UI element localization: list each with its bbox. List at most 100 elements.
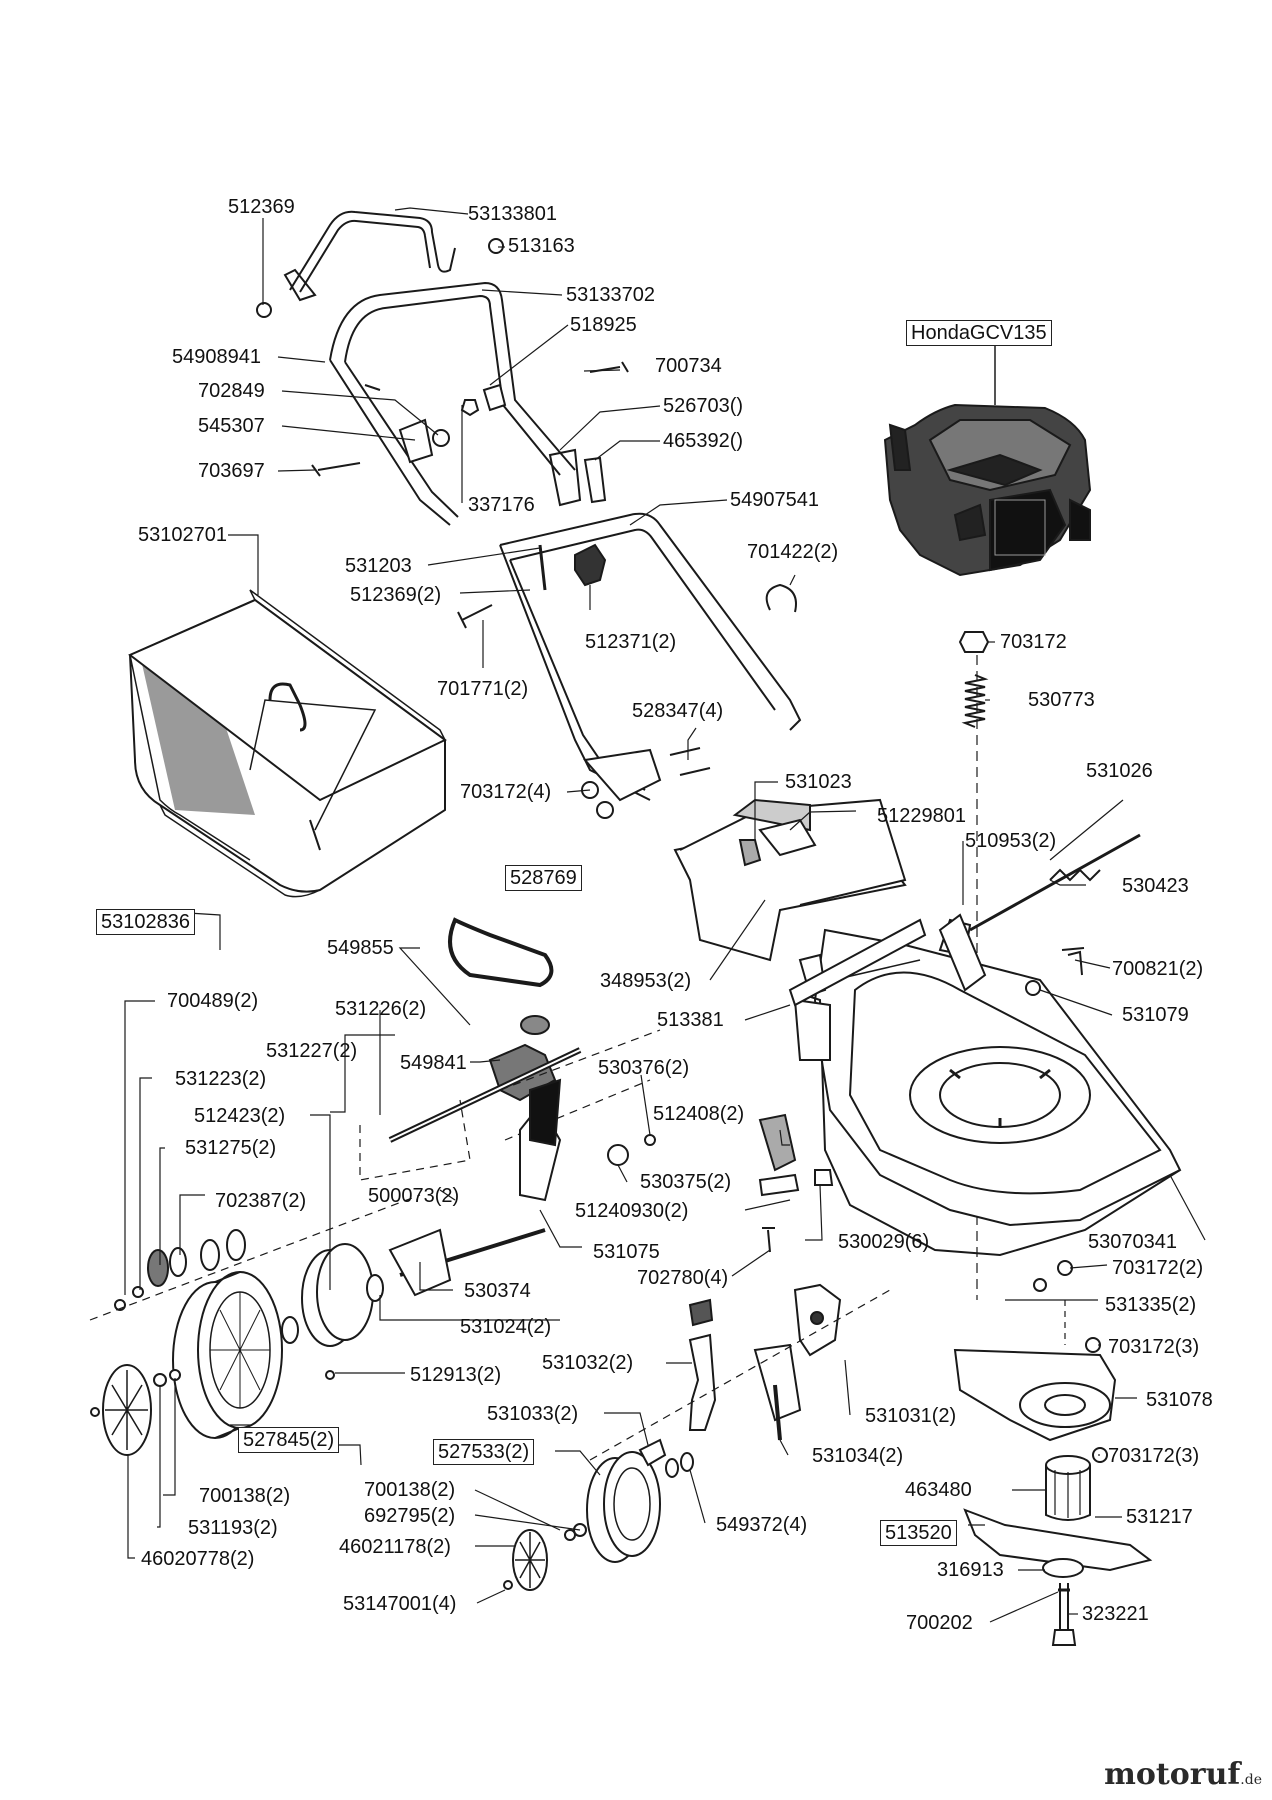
knob-512371 [574,543,607,587]
part-531217: 531217 [1126,1506,1193,1528]
cam-512408 [758,1113,797,1172]
part-337176: 337176 [468,494,535,516]
plate-531031 [793,1283,842,1357]
part-549372: 549372(4) [716,1514,808,1536]
hubcap-46021178 [512,1529,548,1591]
pin-512913 [325,1370,335,1380]
lever-531032 [688,1298,717,1431]
middle-handle-frame [329,281,576,526]
part-531079: 531079 [1122,1004,1189,1026]
screw-700821 [1061,947,1085,976]
watermark-main: motoruf [1104,1757,1241,1792]
part-530375: 530375(2) [640,1171,732,1193]
part-46020778: 46020778(2) [141,1548,255,1570]
nuts-703172-4 [581,781,614,819]
washer-513163 [488,238,504,254]
part-531078: 531078 [1146,1389,1213,1411]
part-531275: 531275(2) [185,1137,277,1159]
part-box-528769: 528769 [505,865,582,891]
bracket-513381 [788,918,927,1007]
part-531223: 531223(2) [175,1068,267,1090]
part-323221: 323221 [1082,1603,1149,1625]
bolt-700138b [564,1529,576,1541]
watermark-tld: .de [1240,1772,1262,1788]
part-box-527845: 527845(2) [238,1427,340,1453]
part-530423: 530423 [1122,875,1189,897]
part-348953: 348953(2) [600,970,692,992]
part-530773: 530773 [1028,689,1095,711]
clip-701422 [765,583,797,613]
part-53102701: 53102701 [138,524,227,546]
drive-belt [448,917,554,988]
part-530374: 530374 [464,1280,531,1302]
mower-deck [789,918,1182,1257]
part-531203: 531203 [345,555,412,577]
drive-cover-dashed [359,1029,661,1181]
axle-549841-core [389,1049,581,1141]
part-703697: 703697 [198,460,265,482]
part-box-53102836: 53102836 [96,909,195,935]
part-702849: 702849 [198,380,265,402]
part-512371: 512371(2) [585,631,677,653]
part-545307: 545307 [198,415,265,437]
part-530376: 530376(2) [598,1057,690,1079]
washer-531223 [132,1286,144,1298]
nut-703172-top [958,631,990,653]
part-702780: 702780(4) [637,1267,729,1289]
part-531227: 531227(2) [266,1040,358,1062]
bushing-531024b [281,1316,299,1344]
bushing-531024 [366,1274,384,1302]
part-526703: 526703() [663,395,744,417]
front-wheel [586,1451,661,1563]
part-53070341: 53070341 [1088,1231,1177,1253]
part-531024: 531024(2) [460,1316,552,1338]
part-700821: 700821(2) [1112,958,1204,980]
part-53133702: 53133702 [566,284,655,306]
part-549855: 549855 [327,937,394,959]
part-531226: 531226(2) [335,998,427,1020]
part-512369-2: 512369(2) [350,584,442,606]
part-531335: 531335(2) [1105,1294,1197,1316]
part-500073: 500073(2) [368,1185,460,1207]
part-692795: 692795(2) [364,1505,456,1527]
nut-703172-2 [1057,1260,1073,1276]
cable-clips [548,448,607,507]
part-700734: 700734 [655,355,722,377]
part-701771: 701771(2) [437,678,529,700]
bolt-700138 [153,1373,167,1387]
part-513381: 513381 [657,1009,724,1031]
rear-axis-dash [89,1194,421,1321]
cable-531203 [538,544,547,591]
part-512913: 512913(2) [410,1364,502,1386]
part-703172-2: 703172(2) [1112,1257,1204,1279]
spring-530773 [961,674,989,728]
part-531033: 531033(2) [487,1403,579,1425]
screw-702780 [762,1227,775,1253]
part-549841: 549841 [400,1052,467,1074]
part-530029: 530029(6) [838,1231,930,1253]
bolt-701771 [457,604,493,629]
part-700138-b: 700138(2) [199,1485,291,1507]
part-465392: 465392() [663,430,744,452]
watermark-logo: motoruf.de [1104,1757,1262,1792]
rear-wheel-left [172,1271,283,1439]
lower-handle [499,512,802,802]
part-531031: 531031(2) [865,1405,957,1427]
washer-549372b [680,1452,694,1472]
bolts-528347 [669,747,711,776]
washer-549372a [665,1458,679,1478]
cap-small [90,1407,100,1417]
part-463480: 463480 [905,1479,972,1501]
lever-531075 [519,1078,562,1202]
part-53147001: 53147001(4) [343,1593,457,1615]
hubcap-46020778 [102,1364,152,1456]
part-531193: 531193(2) [188,1517,278,1539]
part-528347: 528347(4) [632,700,724,722]
screw-530029 [814,1169,834,1186]
part-531075: 531075 [593,1241,660,1263]
bolt-703697 [311,462,361,477]
part-51229801: 51229801 [877,805,966,827]
part-703172-4: 703172(4) [460,781,552,803]
washer-316913 [1042,1558,1084,1578]
